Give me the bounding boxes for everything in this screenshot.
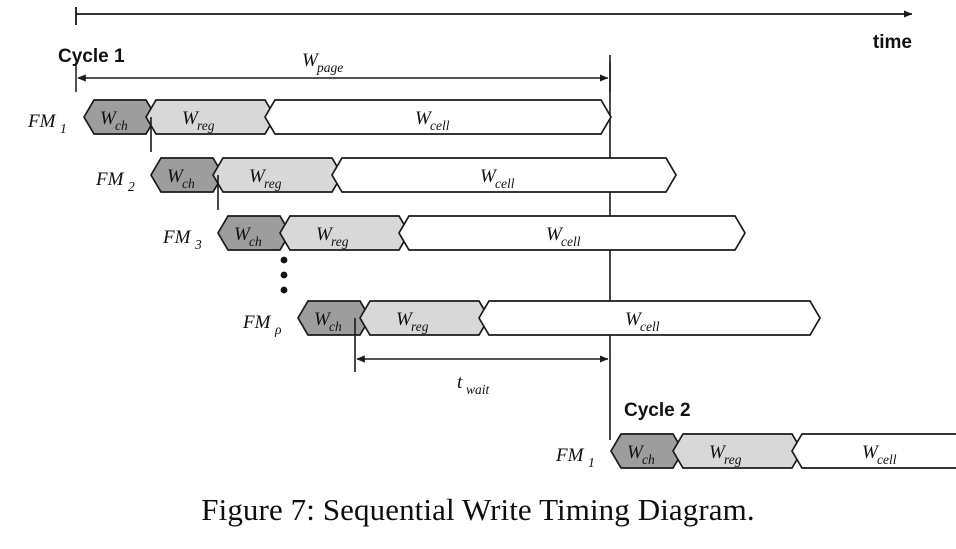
block-fm1c2-w-cell-label-base: W [862, 442, 880, 463]
row-fm3-cycle1: FM 3 W ch W reg W cell [162, 215, 746, 252]
row-fm1-cycle1: FM 1 W ch W reg W cell [27, 99, 612, 152]
block-fm2-w-ch-label-sub: ch [182, 176, 195, 191]
t-wait-annotation: t wait [356, 355, 609, 397]
block-fm2-w-ch-label-base: W [167, 166, 185, 187]
block-fm3-w-cell-label-base: W [546, 224, 564, 245]
time-axis: time [75, 7, 913, 53]
block-fm2-w-cell-label-base: W [480, 166, 498, 187]
row-fm2-label-sub: 2 [128, 179, 135, 194]
row-fm1-cycle2: FM 1 W ch W reg W cell [555, 433, 956, 470]
block-fmrho-w-ch-label-sub: ch [329, 319, 342, 334]
ellipsis-dot-3 [280, 286, 288, 294]
block-fm3-w-cell-label-sub: cell [561, 234, 581, 249]
row-fm1-label-sub: 1 [60, 121, 67, 136]
block-fm1-w-reg-label-sub: reg [197, 118, 215, 133]
row-fmrho-cycle1: FM ρ W ch W reg W cell [242, 300, 821, 372]
w-page-label-base: W [302, 50, 320, 71]
block-fm1-w-ch-label-sub: ch [115, 118, 128, 133]
block-fm1c2-w-reg-label-sub: reg [724, 452, 742, 467]
vertical-ellipsis [280, 256, 288, 294]
row-fm1-label-base: FM [27, 111, 57, 132]
block-fm2-w-cell[interactable] [331, 157, 677, 193]
time-axis-label: time [873, 32, 912, 53]
t-wait-label-base: t [457, 372, 463, 393]
block-fmrho-w-reg-label-sub: reg [411, 319, 429, 334]
row-fm1c2-label-base: FM [555, 445, 585, 466]
block-fm2-w-cell-label-sub: cell [495, 176, 515, 191]
block-fmrho-w-cell[interactable] [478, 300, 821, 336]
row-fm3-label-base: FM [162, 227, 192, 248]
block-fm1-w-cell-label-base: W [415, 108, 433, 129]
block-fm3-w-ch-label-base: W [234, 224, 252, 245]
block-fm1c2-w-reg-label-base: W [709, 442, 727, 463]
w-page-annotation: W page [75, 50, 611, 92]
block-fm3-w-reg-label-sub: reg [331, 234, 349, 249]
block-fmrho-w-cell-label-sub: cell [640, 319, 660, 334]
block-fm1-w-cell-label-sub: cell [430, 118, 450, 133]
cycle-1-label: Cycle 1 [58, 46, 125, 67]
block-fm3-w-cell[interactable] [398, 215, 746, 251]
row-fm3-label-sub: 3 [194, 237, 202, 252]
block-fm1c2-w-ch-label-sub: ch [642, 452, 655, 467]
row-fmrho-label-sub: ρ [274, 322, 282, 337]
timing-diagram: time Cycle 1 W page FM 1 W ch W reg [27, 7, 956, 470]
block-fm2-w-reg-label-sub: reg [264, 176, 282, 191]
block-fm1c2-w-ch-label-base: W [627, 442, 645, 463]
ellipsis-dot-2 [280, 271, 288, 279]
row-fm2-label-base: FM [95, 169, 125, 190]
t-wait-label-sub: wait [466, 382, 491, 397]
block-fm1-w-cell[interactable] [264, 99, 612, 135]
block-fm1-w-ch-label-base: W [100, 108, 118, 129]
block-fm1c2-w-cell-label-sub: cell [877, 452, 897, 467]
block-fm3-w-ch-label-sub: ch [249, 234, 262, 249]
row-fmrho-label-base: FM [242, 312, 272, 333]
w-page-label-sub: page [316, 60, 343, 75]
block-fm1c2-w-cell[interactable] [791, 433, 956, 469]
row-fm1c2-label-sub: 1 [588, 455, 595, 470]
block-fm2-w-reg-label-base: W [249, 166, 267, 187]
block-fmrho-w-cell-label-base: W [625, 309, 643, 330]
block-fm1-w-reg-label-base: W [182, 108, 200, 129]
block-fmrho-w-ch-label-base: W [314, 309, 332, 330]
ellipsis-dot-1 [280, 256, 288, 264]
figure-caption: Figure 7: Sequential Write Timing Diagra… [201, 492, 755, 527]
row-fm2-cycle1: FM 2 W ch W reg W cell [95, 157, 677, 210]
cycle-2-label: Cycle 2 [624, 400, 691, 421]
block-fm3-w-reg-label-base: W [316, 224, 334, 245]
block-fmrho-w-reg-label-base: W [396, 309, 414, 330]
